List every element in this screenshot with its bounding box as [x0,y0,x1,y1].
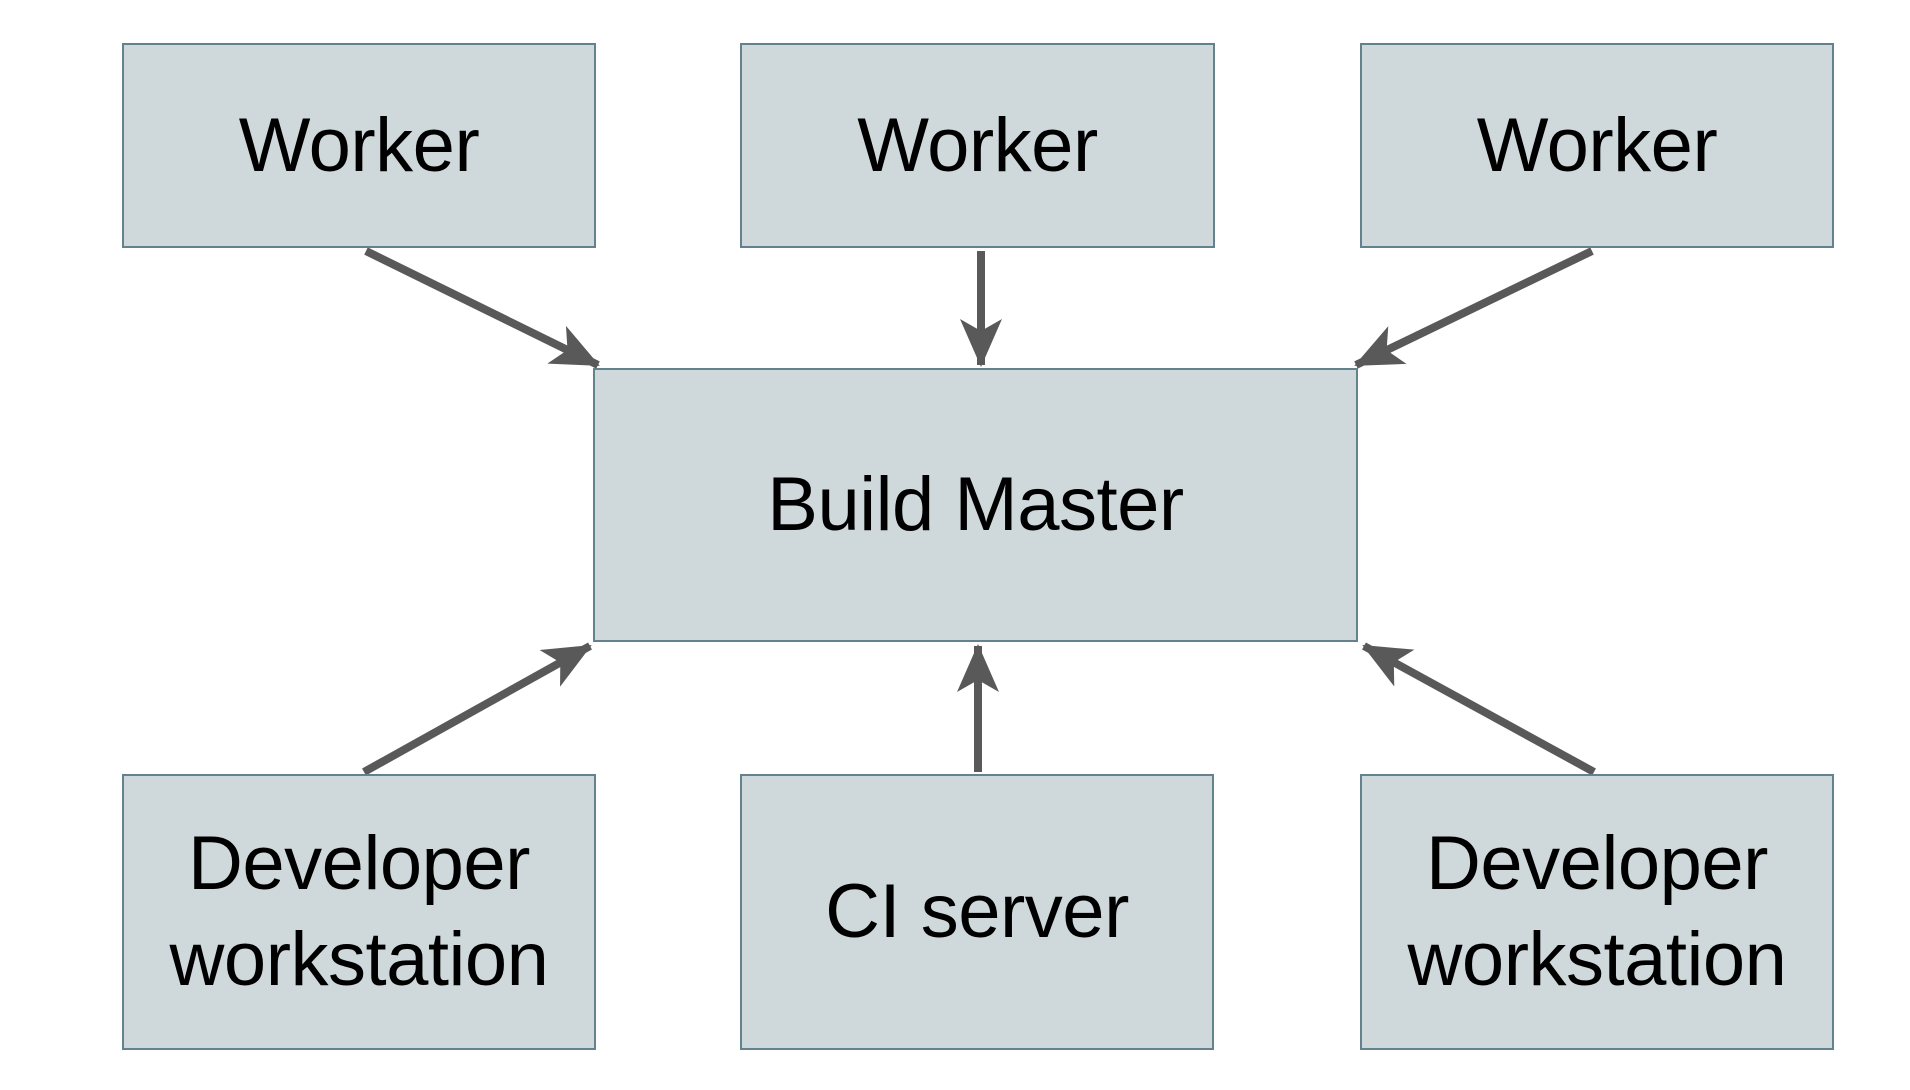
node-worker-2-label: Worker [857,102,1098,188]
node-worker-1-label: Worker [238,102,480,188]
edge-worker1-to-buildmaster [364,247,600,369]
edge-devworkstation-left-to-buildmaster [362,642,592,776]
node-ci-server: CI server [740,774,1214,1050]
edge-worker3-to-buildmaster [1354,247,1594,369]
node-worker-2: Worker [740,43,1215,248]
node-build-master: Build Master [593,368,1358,642]
node-developer-workstation-right-label: Developer workstation [1407,821,1787,1002]
node-developer-workstation-left-label: Developer workstation [169,821,549,1002]
edge-devworkstation-right-to-buildmaster [1362,642,1596,776]
node-worker-3-label: Worker [1476,102,1718,188]
node-developer-workstation-left: Developer workstation [122,774,596,1050]
node-developer-workstation-right: Developer workstation [1360,774,1834,1050]
node-worker-3: Worker [1360,43,1834,248]
node-ci-server-label: CI server [825,869,1129,955]
node-build-master-label: Build Master [767,462,1184,548]
node-worker-1: Worker [122,43,596,248]
